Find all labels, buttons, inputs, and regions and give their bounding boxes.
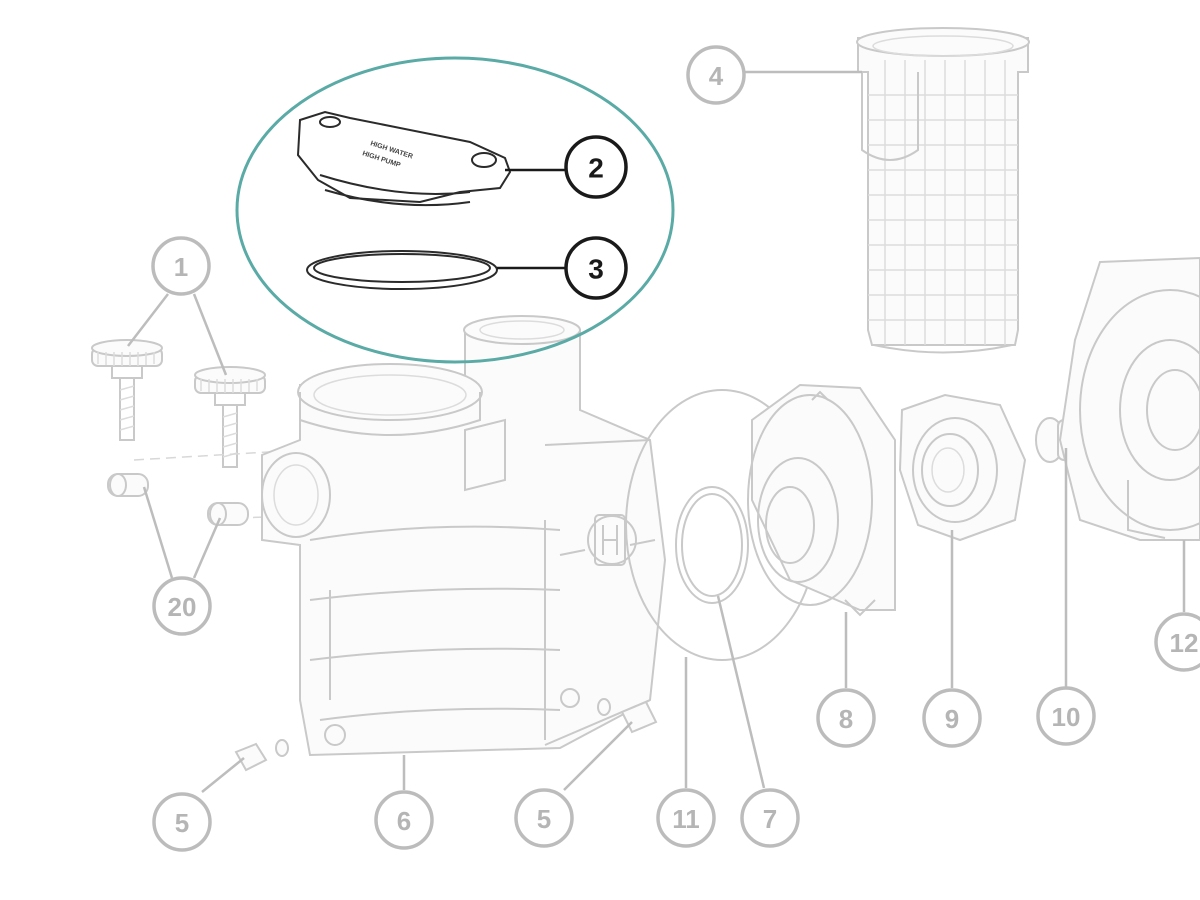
callout-11: 11 bbox=[656, 788, 716, 848]
strainer-basket bbox=[856, 27, 1030, 354]
svg-text:12: 12 bbox=[1170, 628, 1199, 658]
svg-text:5: 5 bbox=[175, 808, 189, 838]
callout-12: 12 bbox=[1154, 612, 1200, 672]
svg-text:6: 6 bbox=[397, 806, 411, 836]
pin-right bbox=[207, 502, 249, 526]
svg-text:1: 1 bbox=[174, 252, 188, 282]
highlight-ellipse bbox=[235, 56, 675, 364]
callout-8: 8 bbox=[816, 688, 876, 748]
svg-text:2: 2 bbox=[588, 153, 604, 184]
svg-text:10: 10 bbox=[1052, 702, 1081, 732]
knob-left bbox=[91, 339, 163, 441]
svg-text:11: 11 bbox=[672, 804, 700, 834]
svg-text:7: 7 bbox=[763, 804, 777, 834]
lid-o-ring bbox=[306, 250, 498, 290]
svg-text:20: 20 bbox=[168, 592, 197, 622]
callout-9: 9 bbox=[922, 688, 982, 748]
diffuser bbox=[747, 383, 896, 617]
callout-10: 10 bbox=[1036, 686, 1096, 746]
pin-left bbox=[107, 473, 149, 497]
callout-20: 20 bbox=[152, 576, 212, 636]
pump-lid: HIGH WATER HIGH PUMP bbox=[296, 110, 512, 207]
callout-6: 6 bbox=[374, 790, 434, 850]
svg-text:8: 8 bbox=[839, 704, 853, 734]
callout-1: 1 bbox=[151, 236, 211, 296]
motor-end-plate bbox=[1058, 256, 1200, 541]
callout-5-right: 5 bbox=[514, 788, 574, 848]
knob-right bbox=[194, 366, 266, 468]
leader-lines bbox=[127, 70, 1186, 793]
small-o-ring bbox=[675, 486, 749, 604]
callout-7: 7 bbox=[740, 788, 800, 848]
pump-body bbox=[261, 315, 667, 757]
seal-housing bbox=[898, 393, 1027, 542]
drain-plug-left bbox=[234, 739, 289, 772]
brand-logo-mark bbox=[587, 515, 637, 565]
callout-4: 4 bbox=[686, 45, 746, 105]
callout-3: 3 bbox=[564, 236, 628, 300]
svg-text:9: 9 bbox=[945, 704, 959, 734]
callout-5-left: 5 bbox=[152, 792, 212, 852]
svg-text:3: 3 bbox=[588, 254, 604, 285]
svg-text:5: 5 bbox=[537, 804, 551, 834]
svg-text:4: 4 bbox=[709, 61, 724, 91]
callout-2: 2 bbox=[564, 135, 628, 199]
